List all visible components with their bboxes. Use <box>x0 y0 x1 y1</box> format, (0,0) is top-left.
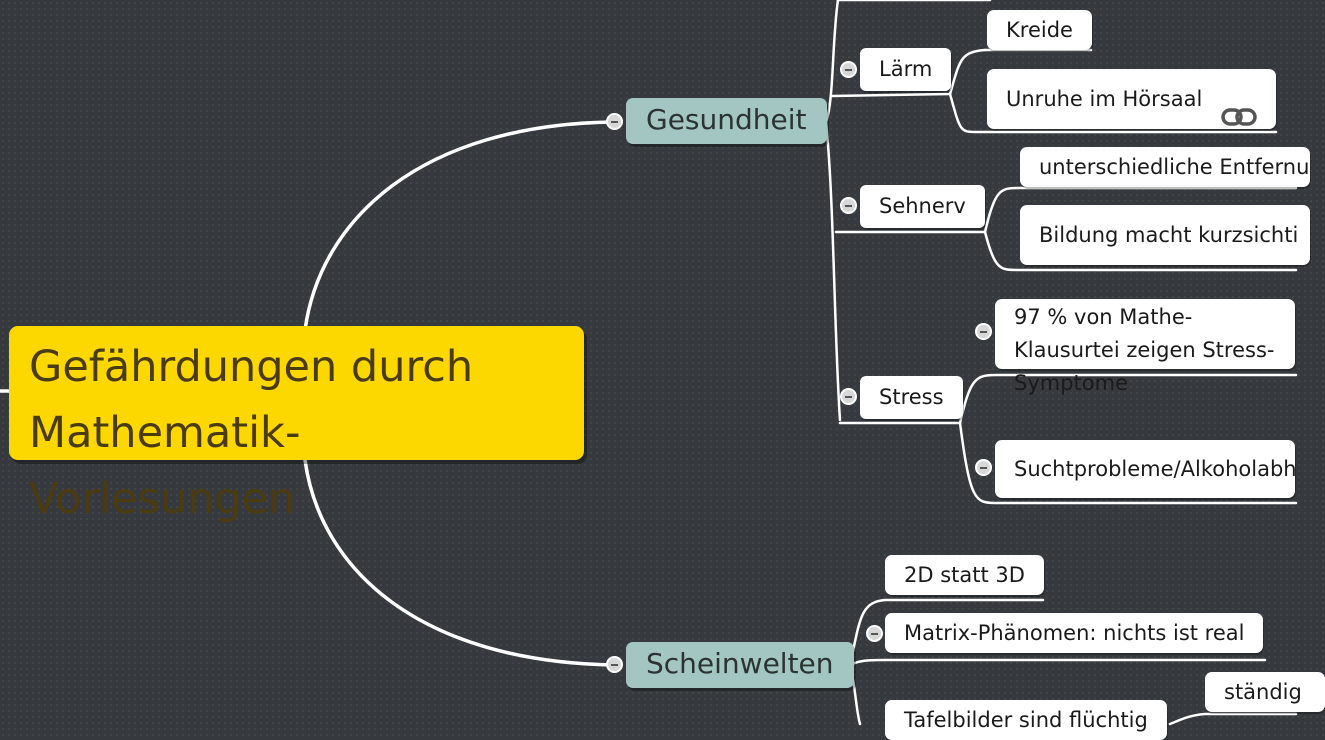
link-icon[interactable] <box>1221 90 1257 126</box>
topic-scheinwelten-label: Scheinwelten <box>646 647 834 680</box>
collapse-icon[interactable] <box>840 388 857 405</box>
leaf-unruhe-label: Unruhe im Hörsaal <box>1006 87 1203 111</box>
leaf-matrix[interactable]: Matrix-Phänomen: nichts ist real <box>885 613 1264 653</box>
leaf-unruhe[interactable]: Unruhe im Hörsaal <box>987 69 1276 129</box>
topic-gesundheit[interactable]: Gesundheit <box>626 98 827 144</box>
leaf-kreide-label: Kreide <box>1006 18 1073 42</box>
root-topic-label: Gefährdungen durch Mathematik-Vorlesunge… <box>29 342 474 524</box>
leaf-bildung-label: Bildung macht kurzsichti <box>1039 223 1299 247</box>
subtopic-laerm-label: Lärm <box>879 57 933 81</box>
collapse-icon[interactable] <box>975 459 992 476</box>
leaf-bildung[interactable]: Bildung macht kurzsichti <box>1020 205 1310 265</box>
leaf-entfernung-label: unterschiedliche Entfernu <box>1039 155 1310 179</box>
collapse-icon[interactable] <box>606 113 623 130</box>
leaf-stress-symptome-label: 97 % von Mathe-Klausurtei zeigen Stress-… <box>1014 305 1275 395</box>
leaf-2d-statt-3d-label: 2D statt 3D <box>904 563 1025 587</box>
collapse-icon[interactable] <box>606 656 623 673</box>
leaf-stress-symptome[interactable]: 97 % von Mathe-Klausurtei zeigen Stress-… <box>995 299 1295 395</box>
topic-scheinwelten[interactable]: Scheinwelten <box>626 642 854 688</box>
collapse-icon[interactable] <box>840 197 857 214</box>
subtopic-laerm[interactable]: Lärm <box>860 48 952 91</box>
collapse-icon[interactable] <box>975 323 992 340</box>
leaf-entfernung[interactable]: unterschiedliche Entfernu <box>1020 147 1310 187</box>
root-topic[interactable]: Gefährdungen durch Mathematik-Vorlesunge… <box>9 326 584 524</box>
subtopic-stress-label: Stress <box>879 385 944 409</box>
collapse-icon[interactable] <box>866 625 883 642</box>
leaf-sucht-label: Suchtprobleme/Alkoholabh <box>1014 457 1297 481</box>
leaf-sucht[interactable]: Suchtprobleme/Alkoholabh <box>995 440 1297 498</box>
connector-lines <box>0 0 1298 726</box>
leaf-staendig[interactable]: ständig <box>1205 672 1325 712</box>
collapse-icon[interactable] <box>840 61 857 78</box>
subtopic-sehnerv[interactable]: Sehnerv <box>860 185 985 228</box>
leaf-staendig-label: ständig <box>1224 680 1302 704</box>
leaf-kreide[interactable]: Kreide <box>987 10 1092 50</box>
topic-gesundheit-label: Gesundheit <box>646 103 807 136</box>
subtopic-sehnerv-label: Sehnerv <box>879 194 966 218</box>
subtopic-stress[interactable]: Stress <box>860 376 963 419</box>
leaf-2d-statt-3d[interactable]: 2D statt 3D <box>885 555 1044 595</box>
leaf-tafelbilder[interactable]: Tafelbilder sind flüchtig <box>885 700 1167 740</box>
leaf-matrix-label: Matrix-Phänomen: nichts ist real <box>904 621 1245 645</box>
leaf-tafelbilder-label: Tafelbilder sind flüchtig <box>904 708 1148 732</box>
